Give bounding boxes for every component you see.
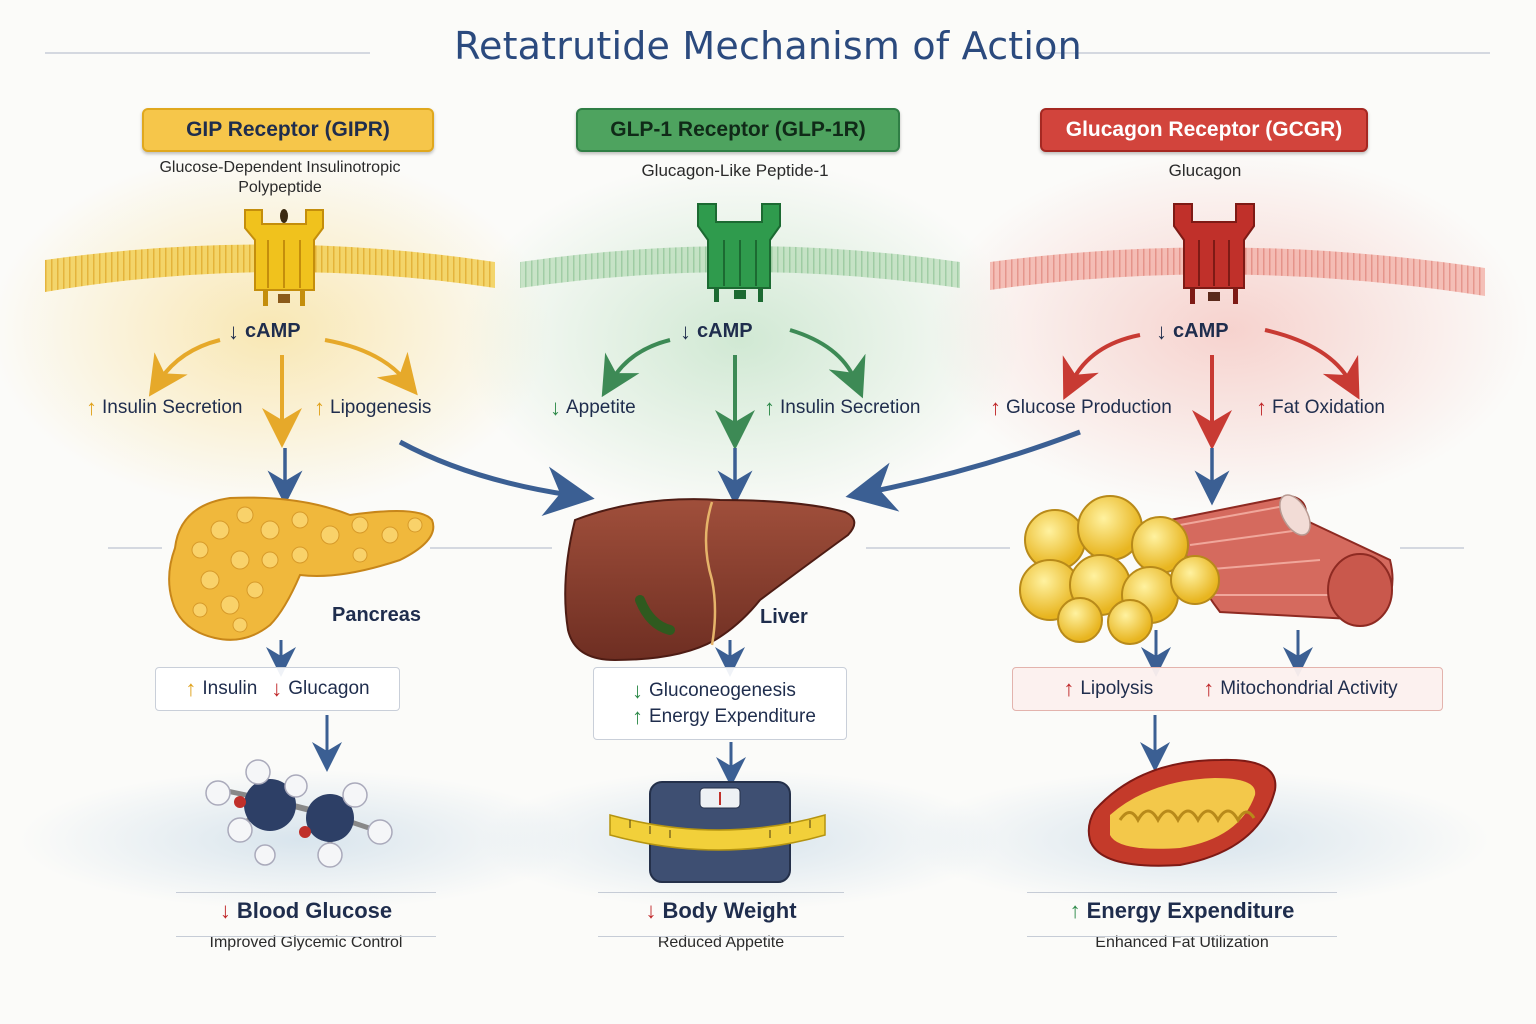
- gip-receptor-name: GIP Receptor (GIPR): [186, 118, 390, 141]
- mitochondrion-icon: [1087, 758, 1277, 867]
- down-arrow-icon: ↓: [271, 676, 283, 701]
- outcome-label: Body Weight: [662, 898, 797, 923]
- glp1-receptor-icon: [697, 203, 781, 302]
- glp1-subtitle: Glucagon-Like Peptide-1: [580, 161, 890, 181]
- molecule-icon: [205, 759, 393, 868]
- up-arrow-icon: ↑: [1063, 676, 1075, 701]
- gluconeogenesis-effect: ↓ Gluconeogenesis: [632, 677, 832, 703]
- mitochondrial-label: Mitochondrial Activity: [1220, 678, 1398, 699]
- gcgr-effect-label: Fat Oxidation: [1272, 397, 1385, 418]
- outcome-energy-expenditure: ↑ Energy Expenditure Enhanced Fat Utiliz…: [1027, 892, 1337, 952]
- outcome-desc: Improved Glycemic Control: [209, 934, 403, 951]
- up-arrow-icon: ↑: [632, 703, 643, 729]
- gcgr-effect-label: Glucose Production: [1006, 397, 1172, 418]
- lipolysis-label: Lipolysis: [1080, 678, 1154, 699]
- gcgr-effect-fat-oxidation: ↑ Fat Oxidation: [1256, 397, 1385, 419]
- up-arrow-icon: ↑: [1256, 395, 1267, 420]
- insulin-label: Insulin: [202, 678, 258, 699]
- up-arrow-icon: ↑: [314, 395, 325, 420]
- glp1-camp: ↓ cAMP: [680, 320, 753, 343]
- page-title: Retatrutide Mechanism of Action: [454, 24, 1082, 68]
- gip-camp-label: cAMP: [245, 320, 301, 342]
- glp1-camp-label: cAMP: [697, 320, 753, 342]
- gcgr-receptor-header: Glucagon Receptor (GCGR): [1040, 108, 1368, 152]
- glp1-receptor-header: GLP-1 Receptor (GLP-1R): [576, 108, 900, 152]
- gcgr-camp: ↓ cAMP: [1156, 320, 1229, 343]
- pancreas-effects-box: ↑ Insulin ↓ Glucagon: [155, 667, 400, 711]
- scale-tape-icon: [609, 781, 826, 883]
- liver-energy-effect: ↑ Energy Expenditure: [632, 703, 832, 729]
- outcome-divider: [598, 936, 844, 937]
- gip-camp: ↓ cAMP: [228, 320, 301, 343]
- insulin-effect: ↑ Insulin: [185, 678, 257, 700]
- gip-subtitle-line2: Polypeptide: [238, 179, 322, 196]
- gcgr-subtitle-line1: Glucagon: [1168, 161, 1242, 180]
- glp1-effect-insulin: ↑ Insulin Secretion: [764, 397, 920, 419]
- down-arrow-icon: ↓: [1156, 318, 1167, 344]
- fat-muscle-icon: [1019, 494, 1394, 645]
- up-arrow-icon: ↑: [185, 676, 197, 701]
- down-arrow-icon: ↓: [228, 318, 239, 344]
- liver-label: Liver: [760, 606, 808, 628]
- gcgr-subtitle: Glucagon: [1100, 161, 1310, 181]
- down-arrow-icon: ↓: [680, 318, 691, 344]
- outcome-desc: Enhanced Fat Utilization: [1095, 934, 1269, 951]
- down-arrow-icon: ↓: [550, 395, 561, 420]
- up-arrow-icon: ↑: [990, 395, 1001, 420]
- lipolysis-effect: ↑ Lipolysis: [1063, 678, 1153, 700]
- outcome-blood-glucose: ↓ Blood Glucose Improved Glycemic Contro…: [176, 892, 436, 952]
- outcome-divider: [1027, 936, 1337, 937]
- mitochondrial-effect: ↑ Mitochondrial Activity: [1203, 678, 1397, 700]
- gluconeogenesis-label: Gluconeogenesis: [649, 679, 796, 701]
- liver-icon: [564, 498, 856, 662]
- gip-effect-label: Lipogenesis: [330, 397, 432, 418]
- outcome-divider: [176, 892, 436, 893]
- outcome-main: ↓ Body Weight: [598, 898, 844, 924]
- gip-effect-insulin: ↑ Insulin Secretion: [86, 397, 242, 419]
- glucagon-label: Glucagon: [288, 678, 370, 699]
- outcome-label: Blood Glucose: [236, 898, 393, 923]
- liver-energy-label: Energy Expenditure: [649, 705, 816, 727]
- gip-receptor-icon: [244, 209, 324, 306]
- gip-receptor-header: GIP Receptor (GIPR): [142, 108, 434, 152]
- outcome-divider: [176, 936, 436, 937]
- glp1-effect-label: Appetite: [566, 397, 636, 418]
- outcome-body-weight: ↓ Body Weight Reduced Appetite: [598, 892, 844, 952]
- glp1-effect-label: Insulin Secretion: [780, 397, 921, 418]
- gcgr-effect-glucose: ↑ Glucose Production: [990, 397, 1172, 419]
- liver-effects-box: ↓ Gluconeogenesis ↑ Energy Expenditure: [593, 667, 847, 740]
- outcome-divider: [1027, 892, 1337, 893]
- pancreas-label: Pancreas: [332, 604, 421, 626]
- down-arrow-icon: ↓: [632, 677, 643, 703]
- gip-effect-lipogenesis: ↑ Lipogenesis: [314, 397, 431, 419]
- outcome-desc: Reduced Appetite: [657, 934, 785, 951]
- outcome-main: ↑ Energy Expenditure: [1027, 898, 1337, 924]
- outcome-label: Energy Expenditure: [1086, 898, 1295, 923]
- gcgr-camp-label: cAMP: [1173, 320, 1229, 342]
- outcome-divider: [598, 892, 844, 893]
- gcgr-receptor-icon: [1173, 203, 1255, 304]
- down-arrow-icon: ↓: [645, 898, 657, 923]
- tissue-effects-box: ↑ Lipolysis ↑ Mitochondrial Activity: [1012, 667, 1443, 711]
- glucagon-effect: ↓ Glucagon: [271, 678, 369, 700]
- pancreas-icon: [168, 496, 435, 641]
- gcgr-receptor-name: Glucagon Receptor (GCGR): [1065, 118, 1343, 141]
- up-arrow-icon: ↑: [86, 395, 97, 420]
- up-arrow-icon: ↑: [1203, 676, 1215, 701]
- down-arrow-icon: ↓: [219, 898, 231, 923]
- up-arrow-icon: ↑: [764, 395, 775, 420]
- glp1-receptor-name: GLP-1 Receptor (GLP-1R): [610, 118, 866, 141]
- gip-subtitle: Glucose-Dependent Insulinotropic Polypep…: [130, 158, 430, 198]
- gip-subtitle-line1: Glucose-Dependent Insulinotropic: [159, 159, 401, 176]
- outcome-main: ↓ Blood Glucose: [176, 898, 436, 924]
- glp1-subtitle-line1: Glucagon-Like Peptide-1: [641, 161, 829, 180]
- up-arrow-icon: ↑: [1069, 898, 1081, 923]
- glp1-effect-appetite: ↓ Appetite: [550, 397, 636, 419]
- gip-effect-label: Insulin Secretion: [102, 397, 243, 418]
